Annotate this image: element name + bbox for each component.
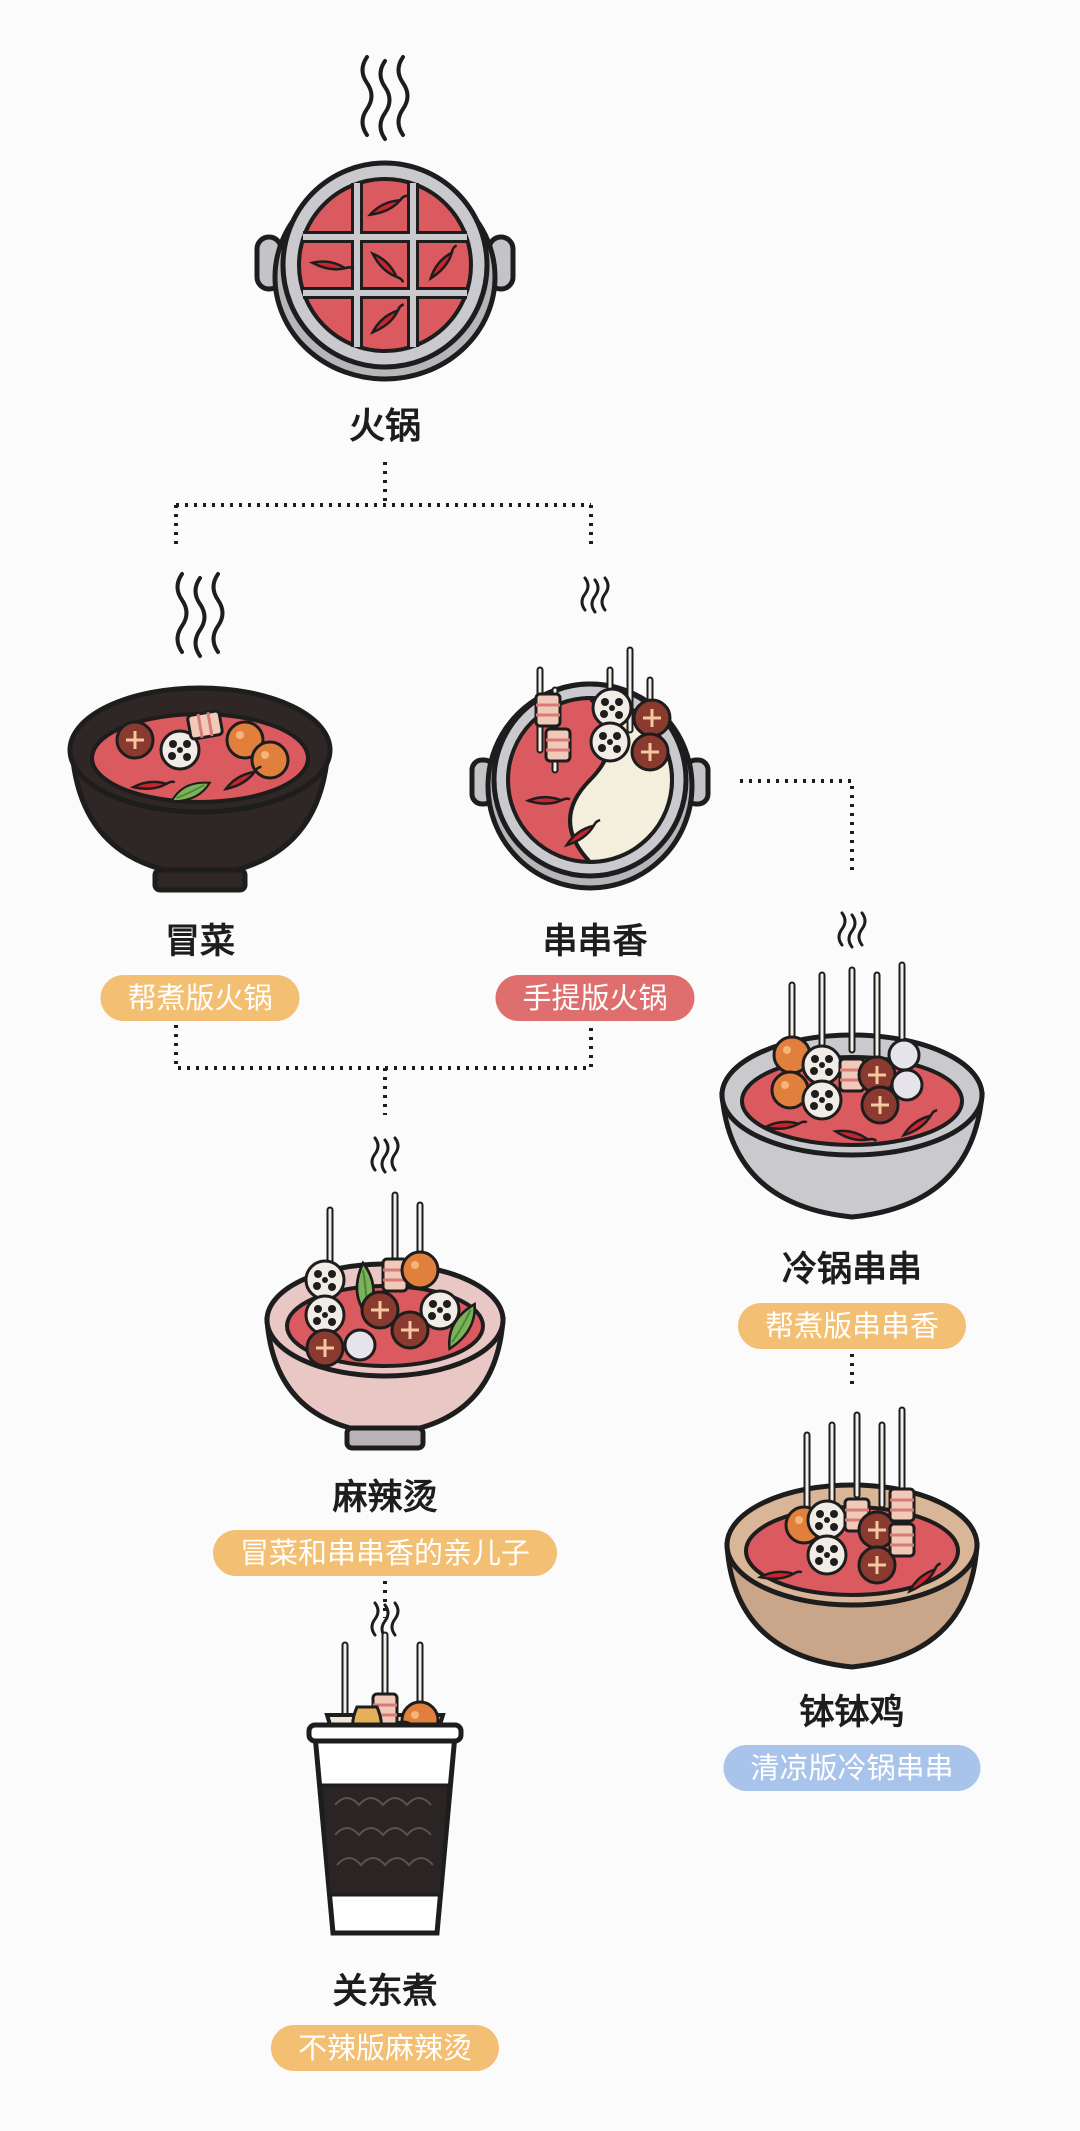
bobo-bowl-icon (724, 1410, 980, 1670)
maocai-bowl-icon (67, 572, 333, 893)
malatang-tag: 冒菜和串串香的亲儿子 (212, 1530, 558, 1576)
connector-to-malatang (174, 1025, 593, 1115)
chuanchuanxiang-tag: 手提版火锅 (495, 975, 695, 1021)
maocai-label: 冒菜 (164, 922, 236, 962)
bobo-tag: 清凉版冷锅串串 (723, 1745, 981, 1791)
bobo-label: 钵钵鸡 (799, 1693, 905, 1733)
malatang-label: 麻辣烫 (332, 1478, 438, 1518)
connector-chuanchuan-to-lengguo (740, 779, 854, 870)
hotpot-label: 火锅 (349, 406, 421, 447)
guandong-label: 关东煮 (332, 1972, 438, 2012)
lengguo-tag: 帮煮版串串香 (737, 1303, 967, 1349)
chuanchuanxiang-label: 串串香 (542, 922, 648, 962)
hotpot-icon (254, 55, 516, 382)
connector-lines (174, 462, 854, 1618)
guandong-tag: 不辣版麻辣烫 (270, 2025, 500, 2071)
lengguo-label: 冷锅串串 (781, 1250, 923, 1290)
oden-cup-icon (306, 1601, 464, 1936)
chuanchuan-pot-icon (469, 576, 711, 891)
lengguo-bowl-icon (719, 911, 985, 1220)
malatang-bowl-icon (264, 1136, 506, 1451)
connector-hotpot-to-children (174, 462, 593, 550)
maocai-tag: 帮煮版火锅 (100, 975, 300, 1021)
